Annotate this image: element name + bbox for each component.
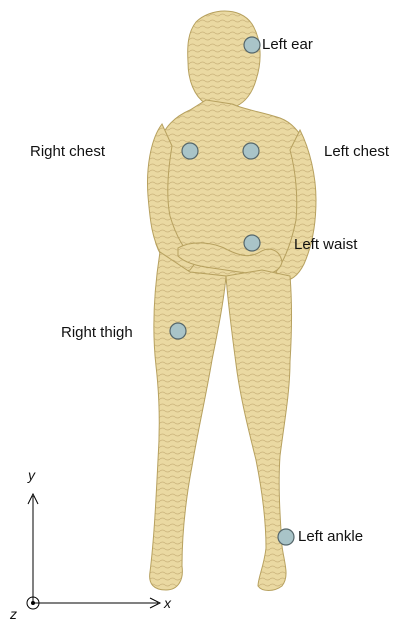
marker-left-chest (243, 143, 259, 159)
label-left-chest: Left chest (324, 143, 389, 161)
marker-left-waist (244, 235, 260, 251)
label-left-waist: Left waist (294, 236, 357, 254)
coordinate-axes (27, 494, 160, 609)
z-axis-label: z (10, 606, 17, 622)
label-right-thigh: Right thigh (61, 324, 133, 342)
label-right-chest: Right chest (30, 143, 105, 161)
y-axis-label: y (28, 467, 35, 483)
head (188, 11, 260, 108)
x-axis-label: x (164, 595, 171, 611)
label-left-ear: Left ear (262, 36, 313, 54)
right-leg (150, 252, 226, 590)
marker-left-ankle (278, 529, 294, 545)
marker-right-thigh (170, 323, 186, 339)
marker-left-ear (244, 37, 260, 53)
human-body-model (148, 11, 316, 591)
label-left-ankle: Left ankle (298, 528, 363, 546)
z-axis-origin-dot (32, 602, 35, 605)
marker-right-chest (182, 143, 198, 159)
